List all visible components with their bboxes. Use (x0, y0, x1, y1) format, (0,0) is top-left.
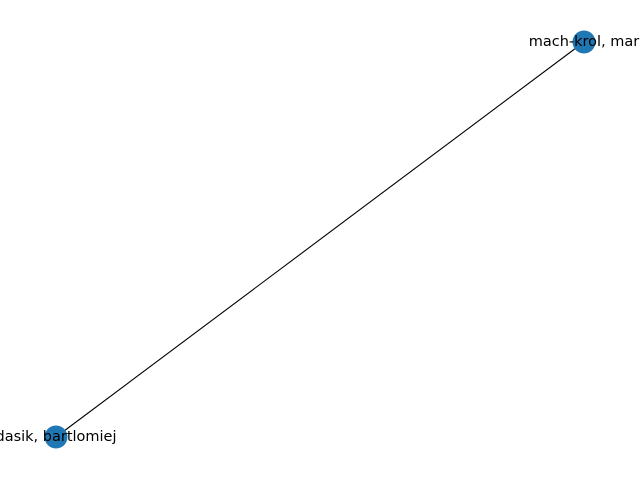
graph-edge (55, 41, 585, 438)
nodes-layer (44, 30, 596, 449)
node-label: mach-krol, mar (529, 34, 640, 50)
graph-node (44, 425, 68, 449)
labels-layer: mach-krol, mar dasik, bartlomiej (0, 34, 639, 445)
graph-node (572, 30, 596, 54)
node-label: dasik, bartlomiej (0, 429, 117, 445)
edges-layer (55, 41, 585, 438)
